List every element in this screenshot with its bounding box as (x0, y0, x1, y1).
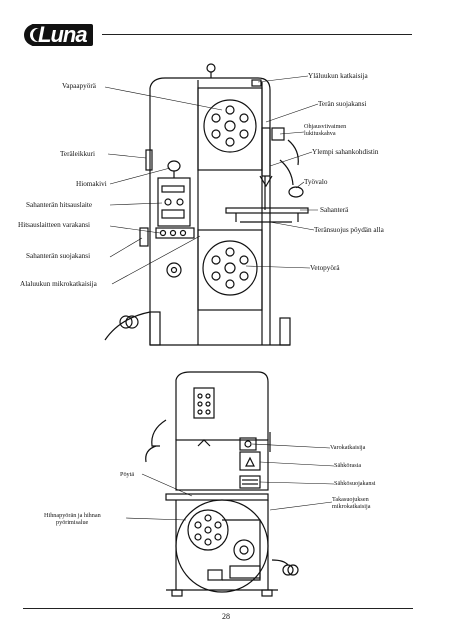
label-lower-guard: Sahanterän suojakansi (26, 252, 91, 260)
label-drive-wheel: Vetopyörä (310, 264, 340, 272)
label-rear-switch-1: Takasuojuksen (332, 496, 369, 503)
label-upper-door-switch: Yläluukun katkaisija (308, 72, 368, 80)
label-guide-adjust-2: lukituskahva (304, 130, 336, 137)
rear-view-drawing (145, 371, 299, 597)
label-guide-adjust-1: Ohjausviivaimen (304, 123, 347, 130)
label-electrics-box: Sähkörasia (334, 462, 362, 469)
label-electrics-cover: Sähkösuojakansi (334, 480, 376, 487)
label-lower-door-switch: Alaluukun mikrokatkaisija (20, 280, 97, 288)
label-upper-wheel: Vapaapyörä (62, 82, 96, 90)
label-blade-lock: Teräleikkuri (60, 150, 96, 158)
label-welder-cover: Hitsauslaitteen varakansi (18, 221, 91, 229)
label-table: Pöytä (120, 471, 135, 478)
label-work-light: Työvalo (304, 178, 328, 186)
label-grinder: Hiomakivi (76, 180, 107, 188)
front-view-leaders (104, 75, 319, 285)
logo-text: Luna (38, 22, 88, 47)
label-table-guard: Teränsuojus pöydän alla (314, 226, 384, 234)
luna-logo (24, 24, 93, 46)
front-view-drawing (104, 63, 309, 346)
label-upper-blade-guide: Ylempi sahankohdistin (312, 148, 379, 156)
label-blade-guard: Terän suojakansi (318, 100, 367, 108)
page-number: 28 (222, 612, 230, 621)
label-welder: Sahanterän hitsauslaite (26, 201, 93, 209)
label-limit-switch: Varokatkaisija (330, 444, 366, 451)
label-belt-area-1: Hihnapyörän ja hihnan (44, 512, 101, 519)
header-rule (102, 34, 412, 35)
label-rear-switch-2: mikrokatkaisija (332, 503, 371, 510)
label-belt-area-2: pyörimisalue (56, 519, 89, 526)
rear-view-leaders (125, 443, 335, 521)
footer-rule (23, 608, 413, 609)
label-saw-table: Sahanterä (320, 206, 349, 214)
